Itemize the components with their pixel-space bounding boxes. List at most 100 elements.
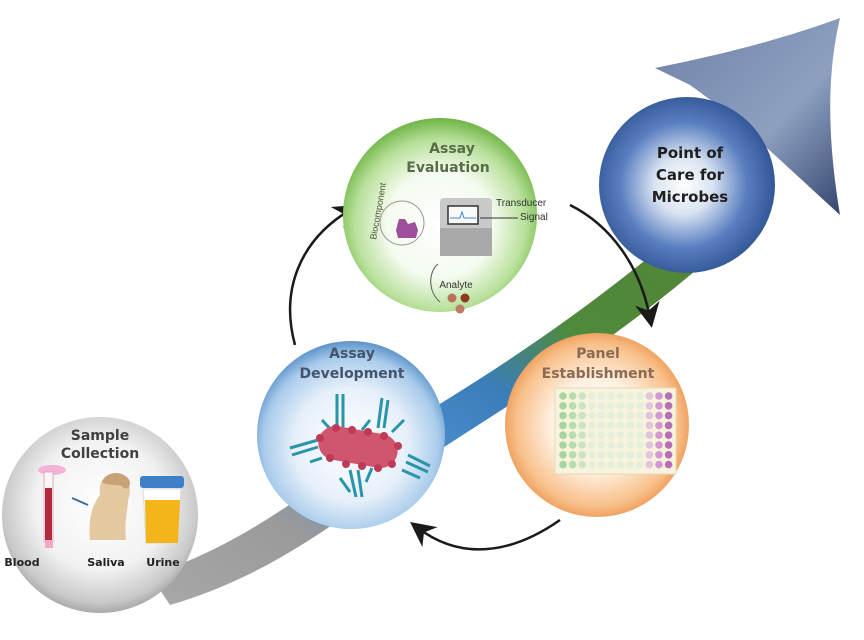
well bbox=[664, 460, 673, 469]
well bbox=[645, 421, 654, 430]
well bbox=[626, 460, 634, 469]
label-saliva: Saliva bbox=[87, 556, 124, 569]
well bbox=[578, 451, 586, 459]
well bbox=[588, 451, 596, 459]
cycle-arrow-panel-to-dev bbox=[410, 518, 561, 551]
well bbox=[597, 441, 606, 449]
label-urine: Urine bbox=[146, 556, 179, 569]
urine-cup-icon bbox=[140, 476, 184, 544]
stage-assay-evaluation: Assay Evaluation Biocomponent Transducer… bbox=[343, 118, 548, 314]
well bbox=[607, 411, 615, 420]
bacterium-icon bbox=[316, 424, 402, 472]
well bbox=[588, 460, 596, 469]
well bbox=[636, 431, 644, 440]
panel-establishment-title-2: Establishment bbox=[542, 366, 655, 382]
assay-evaluation-title-1: Assay bbox=[429, 141, 475, 157]
well bbox=[588, 421, 596, 430]
well bbox=[655, 431, 663, 440]
sample-collection-title-2: Collection bbox=[61, 446, 139, 462]
well bbox=[664, 451, 673, 459]
well bbox=[616, 460, 625, 469]
well bbox=[655, 441, 663, 449]
assay-evaluation-title-2: Evaluation bbox=[406, 160, 489, 176]
transducer-device-icon bbox=[440, 198, 492, 256]
assay-development-title-1: Assay bbox=[329, 346, 375, 362]
well bbox=[597, 402, 606, 410]
well bbox=[626, 441, 634, 449]
well bbox=[597, 451, 606, 459]
well bbox=[645, 411, 654, 420]
well bbox=[607, 402, 615, 410]
saliva-head-icon bbox=[71, 473, 130, 540]
label-signal: Signal bbox=[520, 212, 548, 223]
well bbox=[568, 402, 577, 410]
well bbox=[636, 411, 644, 420]
well bbox=[597, 460, 606, 469]
biocomponent-icon bbox=[396, 219, 418, 238]
well bbox=[664, 392, 673, 400]
well bbox=[655, 421, 663, 430]
well bbox=[588, 402, 596, 410]
assay-development-title-2: Development bbox=[300, 366, 405, 382]
well bbox=[636, 460, 644, 469]
point-of-care-title-2: Care for bbox=[656, 166, 725, 184]
well bbox=[578, 392, 586, 400]
well bbox=[559, 402, 567, 410]
well bbox=[559, 441, 567, 449]
well bbox=[664, 431, 673, 440]
well bbox=[568, 441, 577, 449]
well bbox=[588, 411, 596, 420]
cycle-arrow-dev-to-eval bbox=[288, 204, 359, 346]
well bbox=[655, 460, 663, 469]
well bbox=[616, 402, 625, 410]
well bbox=[568, 460, 577, 469]
well bbox=[626, 411, 634, 420]
well bbox=[655, 392, 663, 400]
well bbox=[559, 431, 567, 440]
well bbox=[578, 402, 586, 410]
well bbox=[655, 451, 663, 459]
well bbox=[559, 460, 567, 469]
well bbox=[607, 431, 615, 440]
well bbox=[645, 460, 654, 469]
well bbox=[645, 392, 654, 400]
well bbox=[616, 411, 625, 420]
well bbox=[607, 451, 615, 459]
blood-tube-icon bbox=[38, 465, 66, 548]
well bbox=[616, 392, 625, 400]
analyte-particles-icon bbox=[447, 293, 470, 314]
label-transducer: Transducer bbox=[496, 198, 547, 209]
well bbox=[626, 431, 634, 440]
well bbox=[655, 411, 663, 420]
well bbox=[636, 451, 644, 459]
panel-establishment-title-1: Panel bbox=[576, 346, 620, 362]
well bbox=[636, 402, 644, 410]
well bbox=[568, 431, 577, 440]
well bbox=[607, 460, 615, 469]
well bbox=[597, 431, 606, 440]
well bbox=[664, 421, 673, 430]
label-analyte: Analyte bbox=[439, 280, 473, 291]
well bbox=[588, 431, 596, 440]
well bbox=[568, 411, 577, 420]
well bbox=[645, 402, 654, 410]
well bbox=[568, 421, 577, 430]
well bbox=[636, 392, 644, 400]
well bbox=[559, 392, 567, 400]
point-of-care-title-3: Microbes bbox=[652, 188, 729, 206]
well bbox=[607, 441, 615, 449]
well bbox=[568, 451, 577, 459]
well bbox=[578, 441, 586, 449]
well bbox=[616, 441, 625, 449]
stage-panel-establishment: Panel Establishment bbox=[505, 333, 689, 517]
stage-assay-development: Assay Development bbox=[257, 341, 445, 529]
progress-arrow-head bbox=[655, 18, 840, 215]
well bbox=[578, 460, 586, 469]
well bbox=[616, 431, 625, 440]
well bbox=[588, 392, 596, 400]
well bbox=[664, 441, 673, 449]
well bbox=[626, 451, 634, 459]
well bbox=[578, 431, 586, 440]
well bbox=[626, 392, 634, 400]
